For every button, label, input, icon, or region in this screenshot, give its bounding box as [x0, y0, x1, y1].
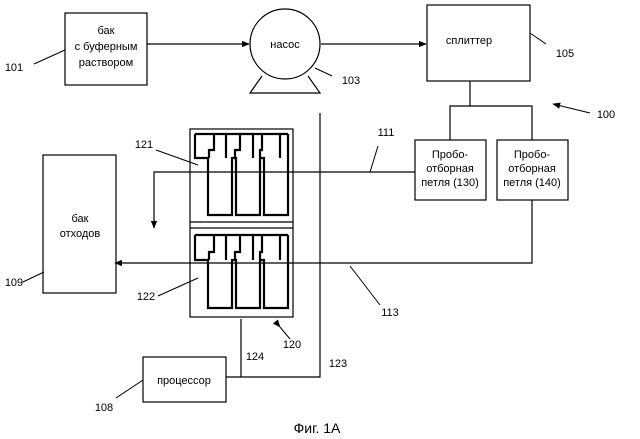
ref-108: 108 — [95, 402, 113, 414]
splitter-label: сплиттер — [446, 35, 492, 47]
buffer-tank-label-2: с буферным — [75, 41, 138, 53]
sample-loop-140-label-2: отборная — [508, 163, 556, 175]
sample-loop-130-label-2: отборная — [426, 163, 474, 175]
ref-121: 121 — [135, 139, 153, 151]
sample-loop-130-label-3: петля (130) — [421, 177, 479, 189]
splitter-to-loop-140-line — [470, 106, 532, 140]
chip-bottom-channels — [195, 235, 288, 308]
splitter-to-loops-line — [450, 81, 470, 140]
line-111 — [154, 172, 415, 228]
leader-111 — [370, 146, 378, 172]
waste-tank-label-1: бак — [72, 213, 89, 225]
buffer-tank-label-3: раствором — [79, 57, 133, 69]
leader-113 — [350, 266, 380, 305]
ref-123: 123 — [329, 358, 347, 370]
chip-top-channels — [195, 134, 288, 215]
leader-120 — [280, 327, 290, 339]
leader-101 — [34, 50, 65, 64]
leader-108 — [116, 380, 143, 398]
line-113 — [115, 200, 532, 263]
ref-101: 101 — [5, 62, 23, 74]
sample-loop-140-label-1: Пробо- — [514, 149, 551, 161]
leader-105 — [530, 33, 546, 44]
leader-122 — [158, 278, 198, 296]
ref-120: 120 — [283, 339, 301, 351]
processor-label: процессор — [157, 375, 211, 387]
leader-103 — [315, 68, 332, 76]
ref-100: 100 — [597, 109, 615, 121]
ref-103: 103 — [342, 75, 360, 87]
figure-caption: Фиг. 1А — [294, 420, 341, 436]
leader-121 — [156, 150, 198, 165]
ref-113: 113 — [381, 307, 399, 319]
ref-105: 105 — [556, 48, 574, 60]
leader-100 — [553, 104, 590, 113]
ref-122: 122 — [137, 291, 155, 303]
leader-109 — [23, 272, 44, 282]
pump-label: насос — [270, 39, 300, 51]
ref-109: 109 — [5, 277, 23, 289]
sample-loop-130-label-1: Пробо- — [432, 149, 469, 161]
sample-loop-140-label-3: петля (140) — [503, 177, 561, 189]
ref-111: 111 — [378, 127, 395, 139]
waste-tank-label-2: отходов — [60, 228, 101, 240]
ref-124: 124 — [246, 351, 264, 363]
buffer-tank-label-1: бак — [98, 25, 115, 37]
